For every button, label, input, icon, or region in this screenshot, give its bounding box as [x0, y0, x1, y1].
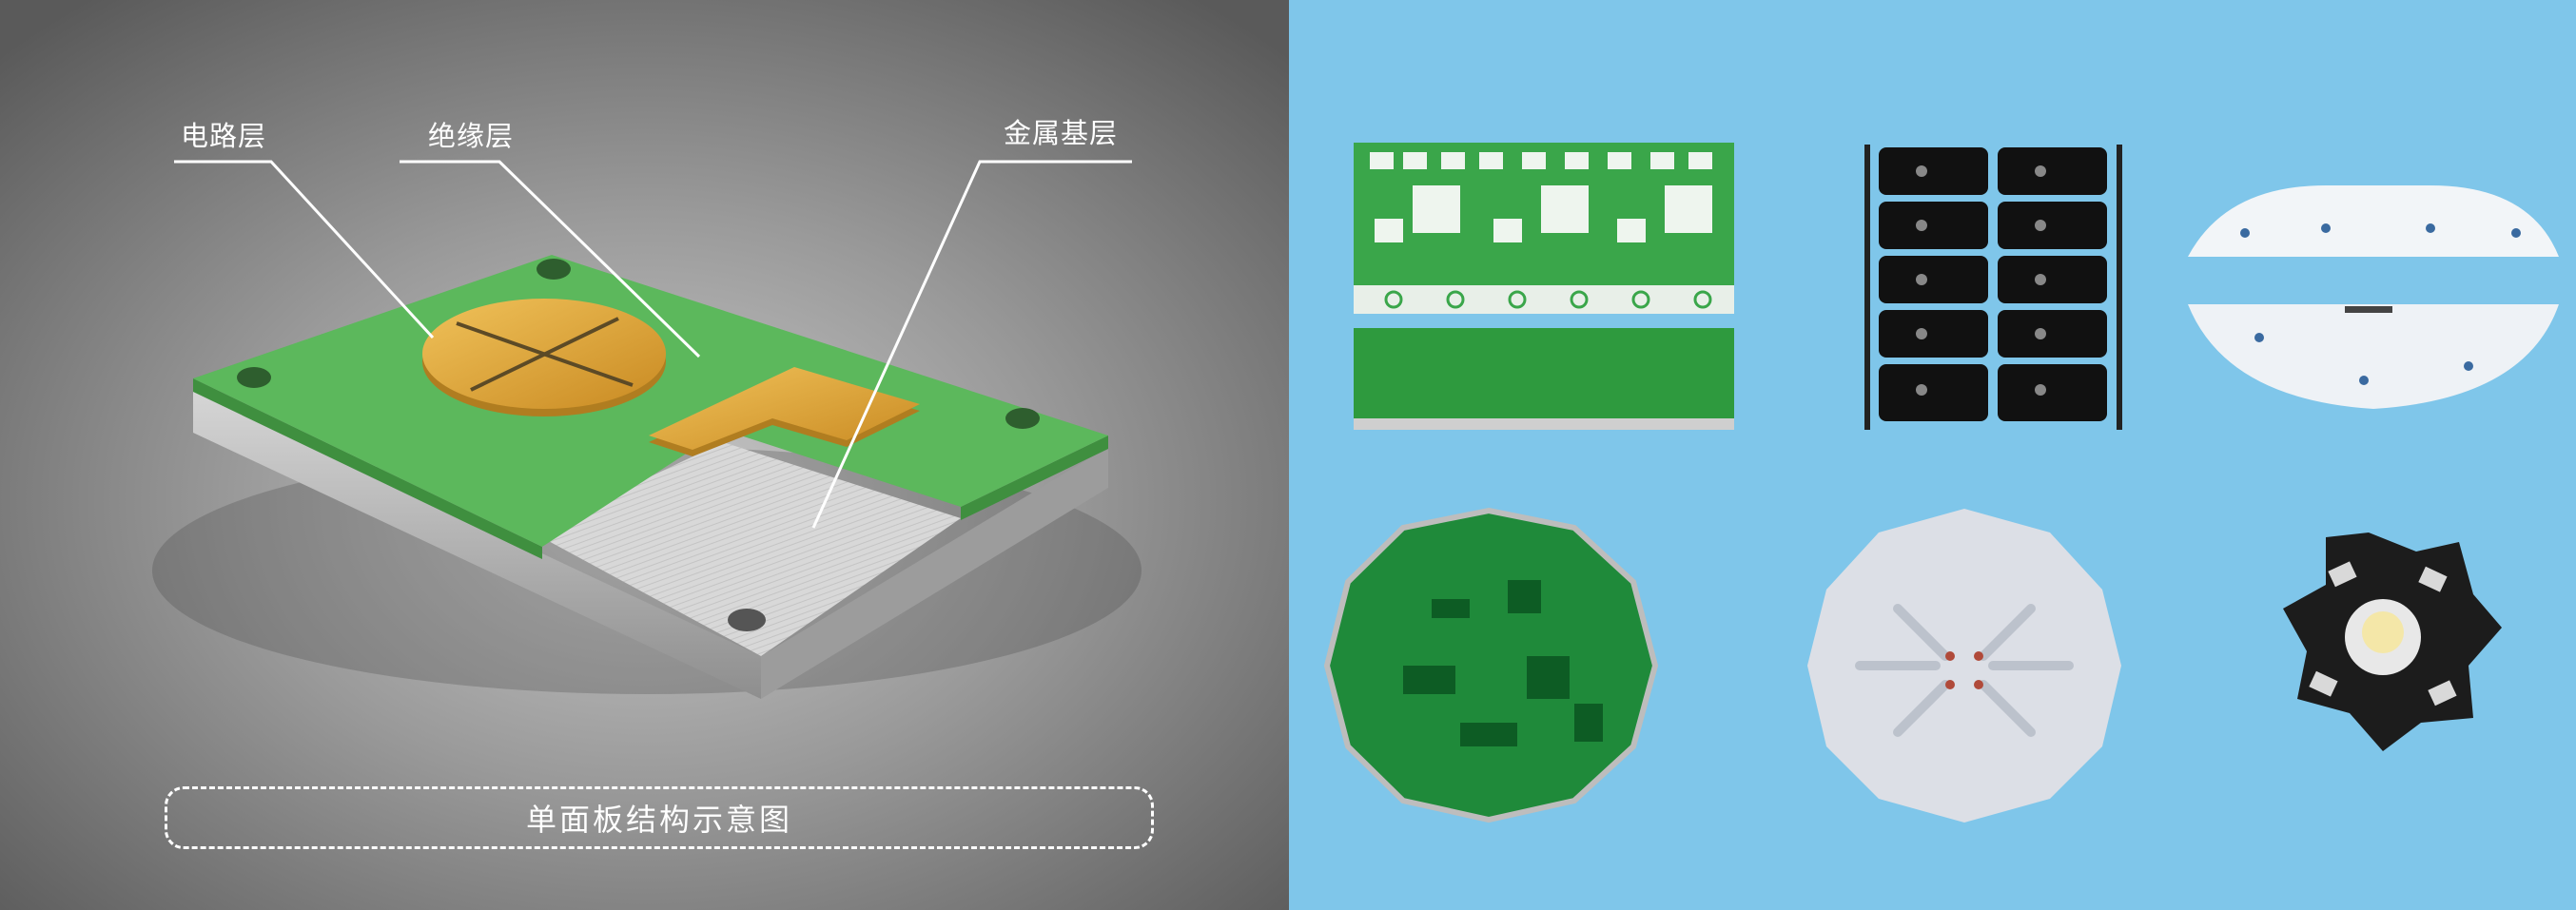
- mount-hole: [728, 609, 766, 631]
- pcb-panel-edge: [1354, 418, 1734, 430]
- leader-line-circuit: [174, 160, 435, 339]
- white-arc-pcb: [2188, 185, 2559, 409]
- insulation-side-left: [193, 378, 542, 559]
- round-board-edge: [1323, 507, 1659, 823]
- round-green-pcb: [1323, 507, 1659, 823]
- photo-collage: [1323, 143, 2559, 823]
- connector: [2345, 306, 2392, 313]
- mount-hole: [1005, 408, 1040, 429]
- product-photos-panel: [1289, 0, 2576, 910]
- green-panel-pcb: [1354, 143, 1734, 430]
- mount-hole: [237, 367, 271, 388]
- metal-base-layer-label: 金属基层: [1004, 117, 1119, 149]
- pcb-structure-illustration: [152, 160, 1142, 699]
- pcb-panel-strip: [1354, 285, 1734, 314]
- metal-base-side-right: [761, 447, 1108, 699]
- metal-base-top: [533, 442, 961, 656]
- arc-bottom: [2188, 304, 2559, 409]
- leader-line-insulation: [400, 160, 701, 358]
- circuit-layer-label: 电路层: [181, 120, 267, 152]
- aluminum-board: [1807, 509, 2121, 823]
- insulation-layer-top: [193, 255, 1108, 547]
- leader-line-metal: [811, 160, 1132, 529]
- round-board: [1327, 511, 1655, 820]
- pcb-panel-bottom: [1354, 328, 1734, 428]
- black-panel-pcb: [1864, 145, 2122, 430]
- copper-cut-line: [470, 317, 619, 392]
- insulation-side-right: [961, 436, 1108, 520]
- led-lens: [2362, 611, 2404, 653]
- caption-box: 单面板结构示意图: [165, 786, 1154, 849]
- diagram-caption: 单面板结构示意图: [525, 802, 792, 838]
- round-aluminum-pcb: [1807, 509, 2121, 823]
- copper-trace: [649, 367, 920, 450]
- structure-diagram-panel: 电路层 绝缘层 金属基层 单面板结构示意图: [0, 0, 1289, 910]
- rail-left: [1864, 145, 1870, 430]
- mount-hole: [537, 259, 571, 280]
- rail-right: [2117, 145, 2122, 430]
- insulation-layer-label: 绝缘层: [428, 120, 515, 152]
- arc-top: [2188, 185, 2559, 257]
- star-led-pcb: [2283, 532, 2502, 751]
- metal-base-side-left: [193, 390, 761, 699]
